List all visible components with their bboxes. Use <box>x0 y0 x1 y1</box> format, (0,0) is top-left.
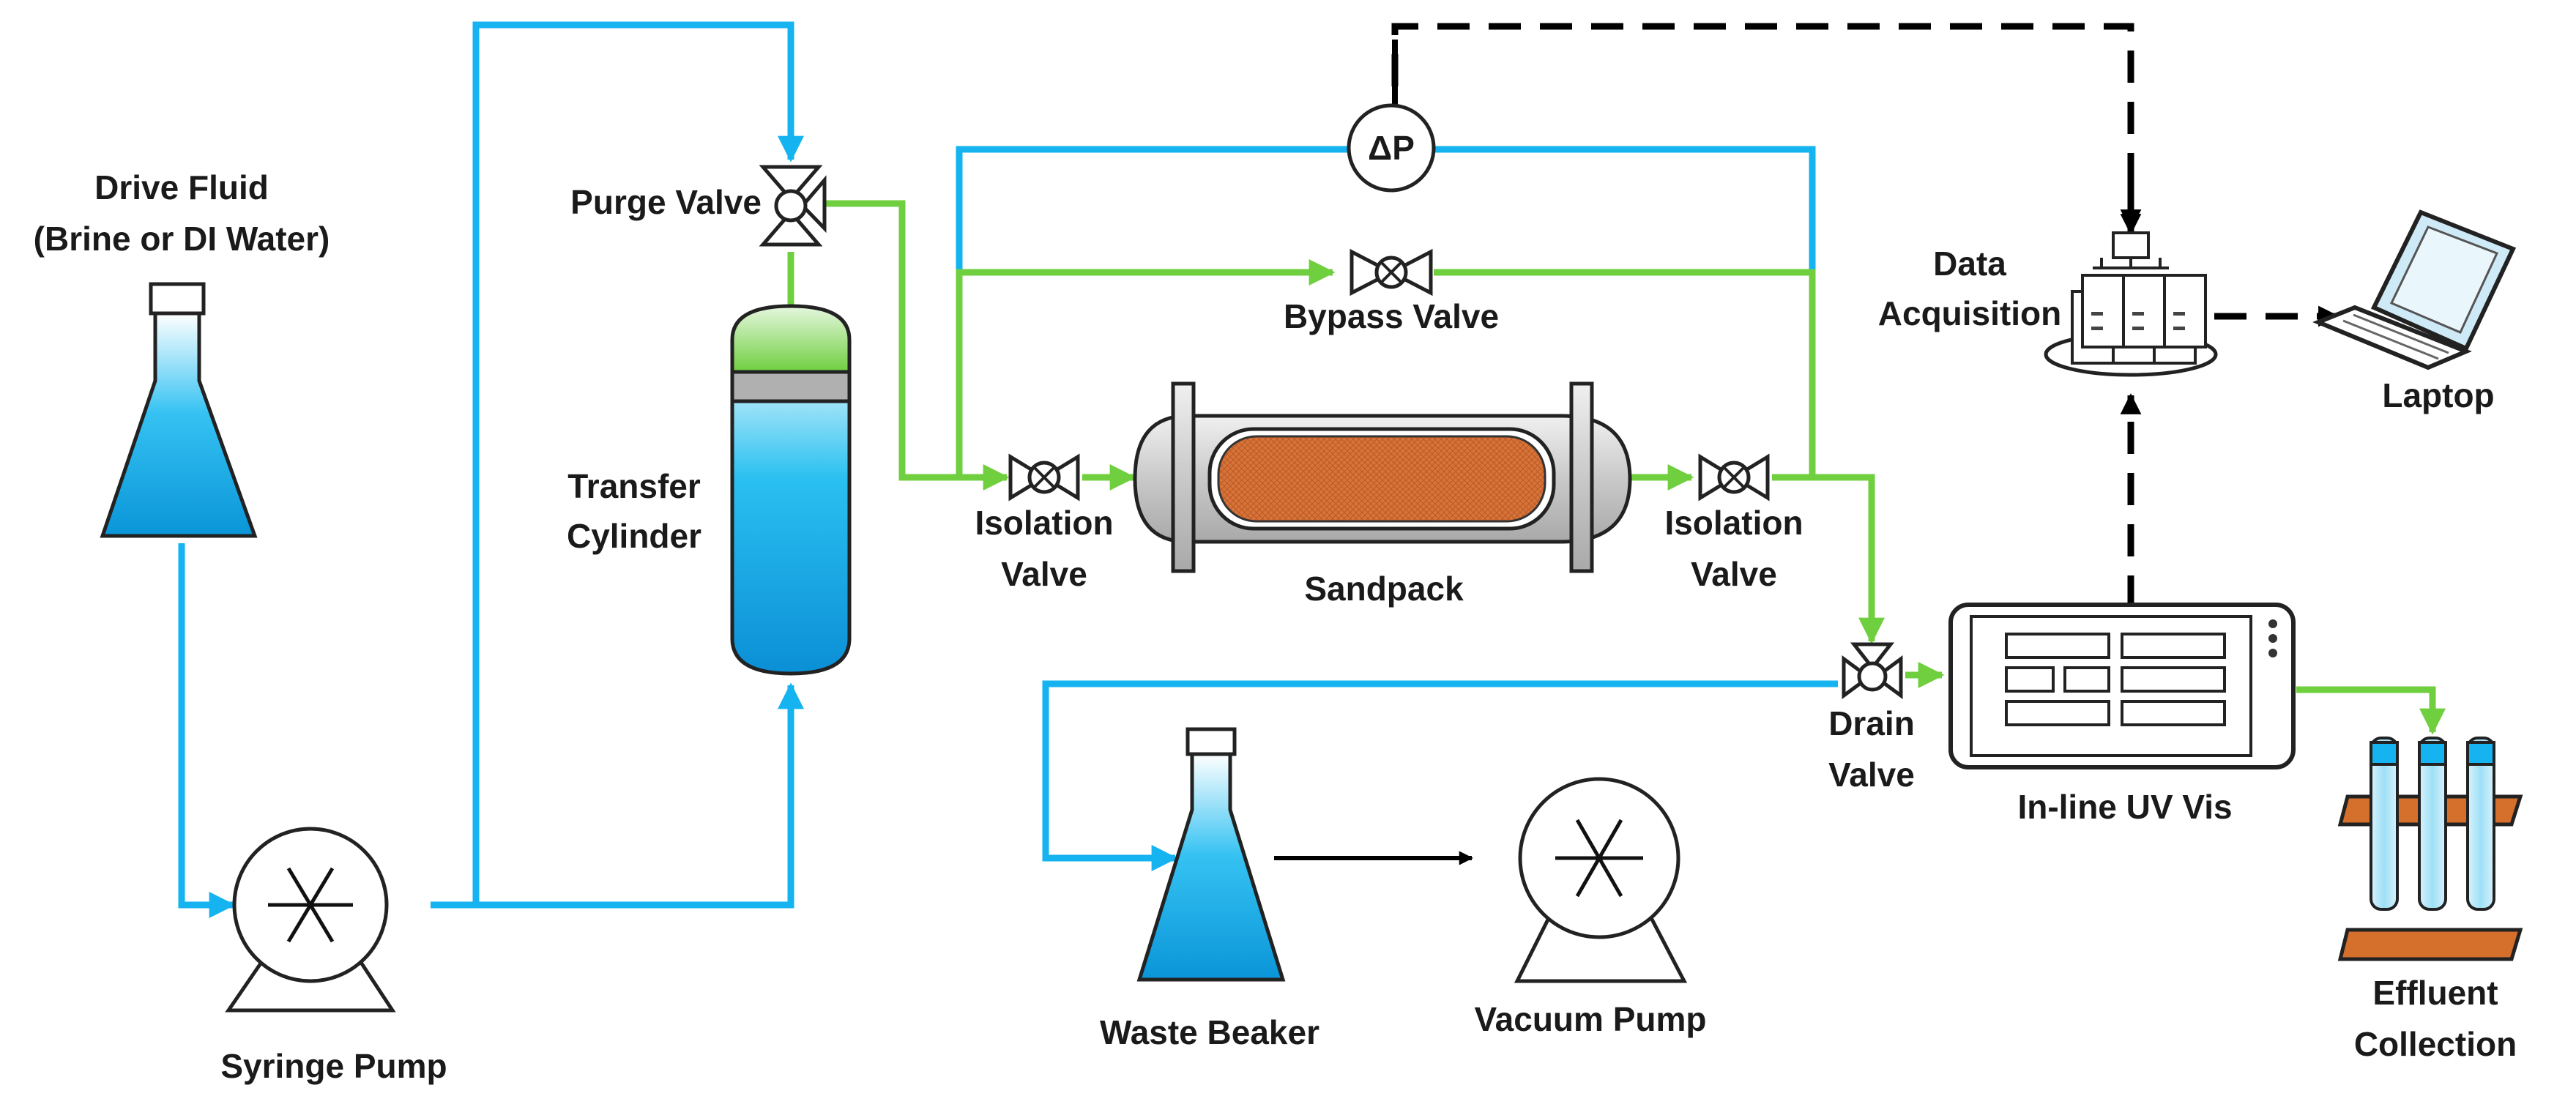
vacuum-pump: Vacuum Pump <box>1475 777 1707 1038</box>
sandpack-label: Sandpack <box>1304 570 1464 608</box>
pump-icon <box>1514 777 1688 983</box>
effluent-collection: Effluent Collection <box>2337 737 2523 1063</box>
flask-icon <box>100 282 258 538</box>
sandpack-icon <box>1133 381 1632 573</box>
laptop-icon <box>2312 209 2517 370</box>
purge-valve[interactable]: Purge Valve <box>570 165 827 247</box>
waste-beaker: Waste Beaker <box>1100 727 1319 1051</box>
pressure-gauge-icon <box>1347 103 1436 193</box>
bypass-valve[interactable]: Bypass Valve <box>1284 248 1499 335</box>
laptop-label: Laptop <box>2382 376 2494 414</box>
inline-uv-vis: In-line UV Vis <box>1948 603 2296 826</box>
vacuum-pump-label: Vacuum Pump <box>1475 1000 1707 1038</box>
transfer-cylinder-sublabel: Cylinder <box>567 517 701 555</box>
drive-fluid-flask: Drive Fluid (Brine or DI Water) <box>34 168 330 538</box>
isolation-valve-right-sublabel: Valve <box>1691 555 1777 593</box>
flow-lines <box>787 200 2446 735</box>
transfer-cylinder-label: Transfer <box>567 467 701 505</box>
data-acquisition-sublabel: Acquisition <box>1878 294 2061 332</box>
server-icon <box>2044 231 2218 377</box>
valve-icon <box>1698 453 1770 502</box>
sandpack: Sandpack <box>1133 381 1632 608</box>
drain-valve[interactable]: Drain Valve <box>1828 642 1915 794</box>
three-way-valve-icon <box>1842 642 1903 699</box>
isolation-valve-right[interactable]: Isolation Valve <box>1664 453 1803 593</box>
data-acquisition-label: Data <box>1933 245 2006 283</box>
drain-valve-label: Drain <box>1828 704 1915 742</box>
syringe-pump: Syringe Pump <box>220 827 447 1085</box>
drive-fluid-sublabel: (Brine or DI Water) <box>34 220 330 258</box>
flask-icon <box>1136 727 1286 982</box>
laptop: Laptop <box>2312 209 2517 414</box>
effluent-label: Effluent <box>2372 974 2498 1012</box>
inline-uv-vis-label: In-line UV Vis <box>2017 788 2232 826</box>
valve-icon <box>1350 248 1433 297</box>
drain-valve-sublabel: Valve <box>1828 756 1915 794</box>
purge-valve-label: Purge Valve <box>570 183 762 221</box>
isolation-valve-left-sublabel: Valve <box>1001 555 1087 593</box>
waste-beaker-label: Waste Beaker <box>1100 1013 1319 1051</box>
valve-icon <box>1008 453 1080 502</box>
transfer-cylinder: Transfer Cylinder <box>567 304 852 676</box>
isolation-valve-right-label: Isolation <box>1664 504 1803 542</box>
data-acquisition: Data Acquisition <box>1878 231 2218 377</box>
uv-vis-icon <box>1948 603 2296 769</box>
bypass-valve-label: Bypass Valve <box>1284 297 1499 335</box>
effluent-sublabel: Collection <box>2354 1025 2517 1063</box>
pump-icon <box>225 827 396 1013</box>
syringe-pump-label: Syringe Pump <box>220 1047 447 1085</box>
isolation-valve-left[interactable]: Isolation Valve <box>975 453 1114 593</box>
isolation-valve-left-label: Isolation <box>975 504 1113 542</box>
test-tube-rack-icon <box>2337 737 2523 961</box>
cylinder-icon <box>730 304 852 676</box>
delta-p-label: ΔP <box>1368 129 1415 167</box>
differential-pressure-gauge: ΔP <box>1347 40 1436 193</box>
three-way-valve-icon <box>759 165 827 247</box>
drive-fluid-label: Drive Fluid <box>94 168 269 206</box>
